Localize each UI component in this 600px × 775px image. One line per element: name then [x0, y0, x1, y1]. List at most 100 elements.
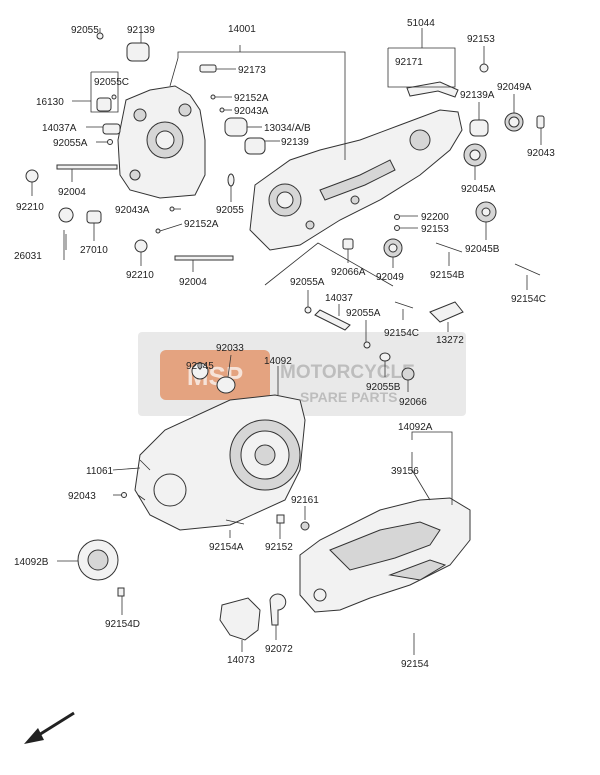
pin-92043a: [219, 107, 225, 113]
label-92173: 92173: [238, 65, 266, 76]
label-92055a-lower: 92055A: [346, 308, 381, 319]
dowel-92055c: [111, 94, 117, 100]
bushing-92139a: [469, 119, 489, 137]
label-14092b: 14092B: [14, 557, 49, 568]
plug-16130: [96, 97, 112, 112]
label-92043a: 92043A: [234, 106, 269, 117]
label-27010: 27010: [80, 245, 108, 256]
pin-92043-b: [121, 492, 127, 498]
label-92171: 92171: [395, 57, 423, 68]
bushing-92139-b: [244, 137, 266, 155]
sensor-26031: [58, 207, 74, 223]
label-14073: 14073: [227, 655, 255, 666]
bolt-92153: [479, 63, 489, 73]
label-92200: 92200: [421, 212, 449, 223]
oil-seal-92049-hole: [388, 243, 398, 253]
bushing-92139: [126, 42, 150, 62]
pin-92055a-left: [107, 139, 113, 145]
label-92049a: 92049A: [497, 82, 532, 93]
oring-92055b: [379, 352, 391, 362]
stud-92004-top: [56, 164, 118, 170]
label-14037a: 14037A: [42, 123, 77, 134]
pin-92152a: [210, 94, 216, 100]
label-92154c: 92154C: [384, 328, 419, 339]
bracket-92171: [406, 81, 459, 98]
label-92049: 92049: [376, 272, 404, 283]
watermark-line1: MOTORCYCLE: [280, 362, 415, 383]
label-14092a: 14092A: [398, 422, 433, 433]
label-92152a: 92152A: [234, 93, 269, 104]
bolt-92154d: [117, 587, 125, 597]
label-92033: 92033: [216, 343, 244, 354]
label-14001: 14001: [228, 24, 256, 35]
cap-14092b: [77, 539, 119, 581]
label-92210-left: 92210: [16, 202, 44, 213]
pin-92152a-left: [155, 228, 161, 234]
bearing-92045a-hole: [469, 149, 481, 161]
label-11061: 11061: [86, 466, 114, 477]
label-92139: 92139: [127, 25, 155, 36]
oring-92055a-a: [304, 306, 312, 314]
label-92055c: 92055C: [94, 77, 129, 88]
bracket-13272: [429, 301, 464, 323]
plug-92066: [401, 367, 415, 381]
switch-27010: [86, 210, 102, 224]
label-92043-b: 92043: [68, 491, 96, 502]
bearing-92045b-hole: [481, 207, 491, 217]
label-39156: 39156: [391, 466, 419, 477]
label-92154d: 92154D: [105, 619, 140, 630]
bolt-92152: [276, 514, 285, 524]
oring-92055a-b: [363, 341, 371, 349]
plug-92066a: [342, 238, 354, 250]
bolt-92173: [199, 64, 217, 73]
dowel-14037a: [102, 123, 121, 135]
label-92004-top: 92004: [58, 187, 86, 198]
bearing-13034: [224, 117, 248, 137]
bolt-92154b: [435, 242, 463, 253]
oring-92055: [227, 173, 235, 187]
label-92153-mid: 92153: [421, 224, 449, 235]
duct-14073: [219, 597, 261, 641]
label-92152a-left: 92152A: [184, 219, 219, 230]
label-92154b: 92154B: [430, 270, 465, 281]
clamp-92072: [269, 593, 287, 626]
label-92043: 92043: [527, 148, 555, 159]
stud-92004-bottom: [174, 255, 234, 261]
label-92045: 92045: [186, 361, 214, 372]
watermark-line2: SPARE PARTS: [300, 389, 398, 405]
label-92045b: 92045B: [465, 244, 500, 255]
cover-14092: [134, 394, 306, 531]
label-13272: 13272: [436, 335, 464, 346]
label-92154: 92154: [401, 659, 429, 670]
label-26031: 26031: [14, 251, 42, 262]
label-14037: 14037: [325, 293, 353, 304]
front-direction-arrow: [24, 711, 75, 744]
label-92139a: 92139A: [460, 90, 495, 101]
label-92055b: 92055B: [366, 382, 401, 393]
leader-lines: [31, 28, 542, 655]
label-92004-bottom: 92004: [179, 277, 207, 288]
label-92154c-right: 92154C: [511, 294, 546, 305]
nut-92210-left: [25, 169, 39, 183]
label-92139-b: 92139: [281, 137, 309, 148]
label-92055a-left: 92055A: [53, 138, 88, 149]
label-13034: 13034/A/B: [264, 123, 311, 134]
label-92210-bottom: 92210: [126, 270, 154, 281]
label-92153-top: 92153: [467, 34, 495, 45]
spring-14037: [314, 309, 351, 331]
label-92045a: 92045A: [461, 184, 496, 195]
bolt-92154a: [225, 519, 245, 525]
label-92043a-left: 92043A: [115, 205, 150, 216]
pin-92043a-left: [169, 206, 175, 212]
bolt-92154c: [394, 301, 414, 309]
label-92072: 92072: [265, 644, 293, 655]
bolt-92154c-right: [514, 263, 541, 276]
part-labels: 92055 92139 14001 51044 92153 92055C 161…: [14, 18, 555, 670]
label-92066: 92066: [399, 397, 427, 408]
nut-92161: [300, 521, 310, 531]
crankcase-right: [249, 109, 463, 251]
label-92066a: 92066A: [331, 267, 366, 278]
pin-92043: [536, 115, 545, 129]
watermark-logo-shape: [160, 350, 270, 400]
bolt-92153-b: [394, 225, 400, 231]
